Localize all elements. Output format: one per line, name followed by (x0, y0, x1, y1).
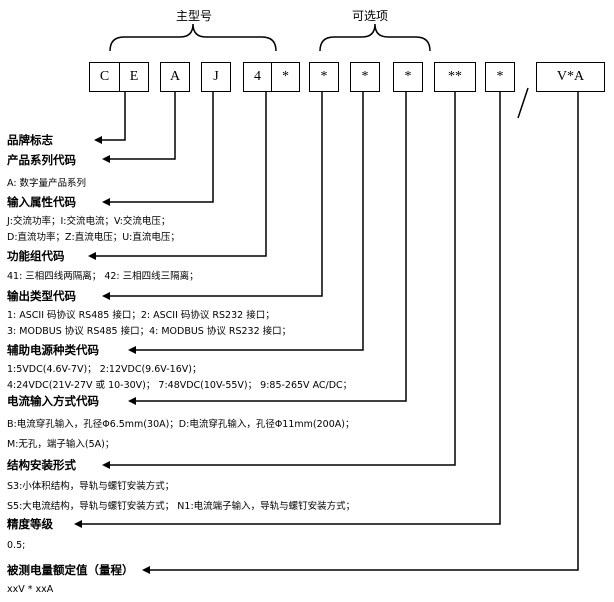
code-box-input-attr: J (201, 62, 231, 92)
section-line-current-input-2: M:无孔，端子输入(5A)； (7, 439, 115, 450)
section-title-brand: 品牌标志 (7, 133, 53, 147)
section-title-series: 产品系列代码 (7, 153, 76, 167)
slash-line (517, 87, 529, 119)
section-line-power-2: 4:24VDC(21V-27V 或 10-30V)； 7:48VDC(10V-5… (7, 380, 353, 391)
code-box-output: * (309, 62, 339, 92)
section-line-structure-2: S5:大电流结构，导轨与螺钉安装方式； N1:电流端子输入，导轨与螺钉安装方式； (7, 501, 356, 512)
section-title-structure: 结构安装形式 (7, 458, 76, 472)
code-box-brand-e: E (119, 62, 149, 92)
options-brace (319, 23, 431, 52)
code-box-function: 4 (243, 62, 272, 92)
section-title-rating: 被测电量额定值（量程） (7, 563, 134, 577)
code-box-accuracy: * (485, 62, 515, 92)
section-line-output-1: 1: ASCII 码协议 RS485 接口；2: ASCII 码协议 RS232… (7, 310, 275, 321)
section-title-input-attr: 输入属性代码 (7, 195, 76, 209)
section-title-current-input: 电流输入方式代码 (7, 394, 99, 408)
connector-power (136, 92, 364, 351)
code-box-rating: V*A (536, 62, 605, 92)
code-box-brand-c: C (89, 62, 120, 92)
code-box-power: * (350, 62, 380, 92)
connector-current-input (136, 92, 407, 402)
code-box-series: A (160, 62, 190, 92)
section-line-structure-1: S3:小体积结构，导轨与螺钉安装方式； (7, 481, 175, 492)
arrowhead-brand (94, 136, 102, 144)
section-line-rating-1: xxV * xxA (7, 584, 54, 595)
code-box-structure: ** (434, 62, 476, 92)
connector-rating (150, 92, 579, 571)
arrowhead-function (88, 252, 96, 260)
connector-accuracy (82, 92, 501, 525)
connector-input-attr (110, 92, 214, 203)
section-line-accuracy-1: 0.5; (7, 540, 26, 551)
arrowhead-current-input (128, 397, 136, 405)
arrowhead-rating (142, 566, 150, 574)
arrowhead-power (128, 346, 136, 354)
connector-function (96, 92, 267, 257)
arrowhead-structure (102, 461, 110, 469)
code-box-function-2: * (271, 62, 300, 92)
connector-brand (102, 92, 126, 141)
section-line-series-1: A: 数字量产品系列 (7, 178, 87, 189)
section-line-input-attr-2: D:直流功率；Z:直流电压；U:直流电压； (7, 232, 180, 243)
connector-output (110, 92, 323, 297)
section-title-power: 辅助电源种类代码 (7, 343, 99, 357)
section-line-power-1: 1:5VDC(4.6V-7V)； 2:12VDC(9.6V-16V)； (7, 364, 202, 375)
section-line-input-attr-1: J:交流功率；I:交流电流；V:交流电压； (7, 216, 171, 227)
arrowhead-output (102, 292, 110, 300)
section-line-current-input-1: B:电流穿孔输入，孔径Φ6.5mm(30A)；D:电流穿孔输入，孔径Φ11mm(… (7, 419, 355, 430)
section-line-output-2: 3: MODBUS 协议 RS485 接口；4: MODBUS 协议 RS232… (7, 326, 292, 337)
code-box-current-input: * (393, 62, 423, 92)
connector-series (110, 92, 176, 160)
arrowhead-series (102, 155, 110, 163)
arrowhead-accuracy (74, 520, 82, 528)
connector-structure (110, 92, 456, 466)
options-label: 可选项 (352, 9, 389, 23)
section-line-function-1: 41: 三相四线两隔离； 42: 三相四线三隔离； (7, 271, 199, 282)
main-model-brace (109, 23, 277, 52)
section-title-function: 功能组代码 (7, 249, 65, 263)
section-title-output: 输出类型代码 (7, 289, 76, 303)
arrowhead-input-attr (102, 198, 110, 206)
main-model-label: 主型号 (176, 9, 213, 23)
section-title-accuracy: 精度等级 (7, 517, 53, 531)
